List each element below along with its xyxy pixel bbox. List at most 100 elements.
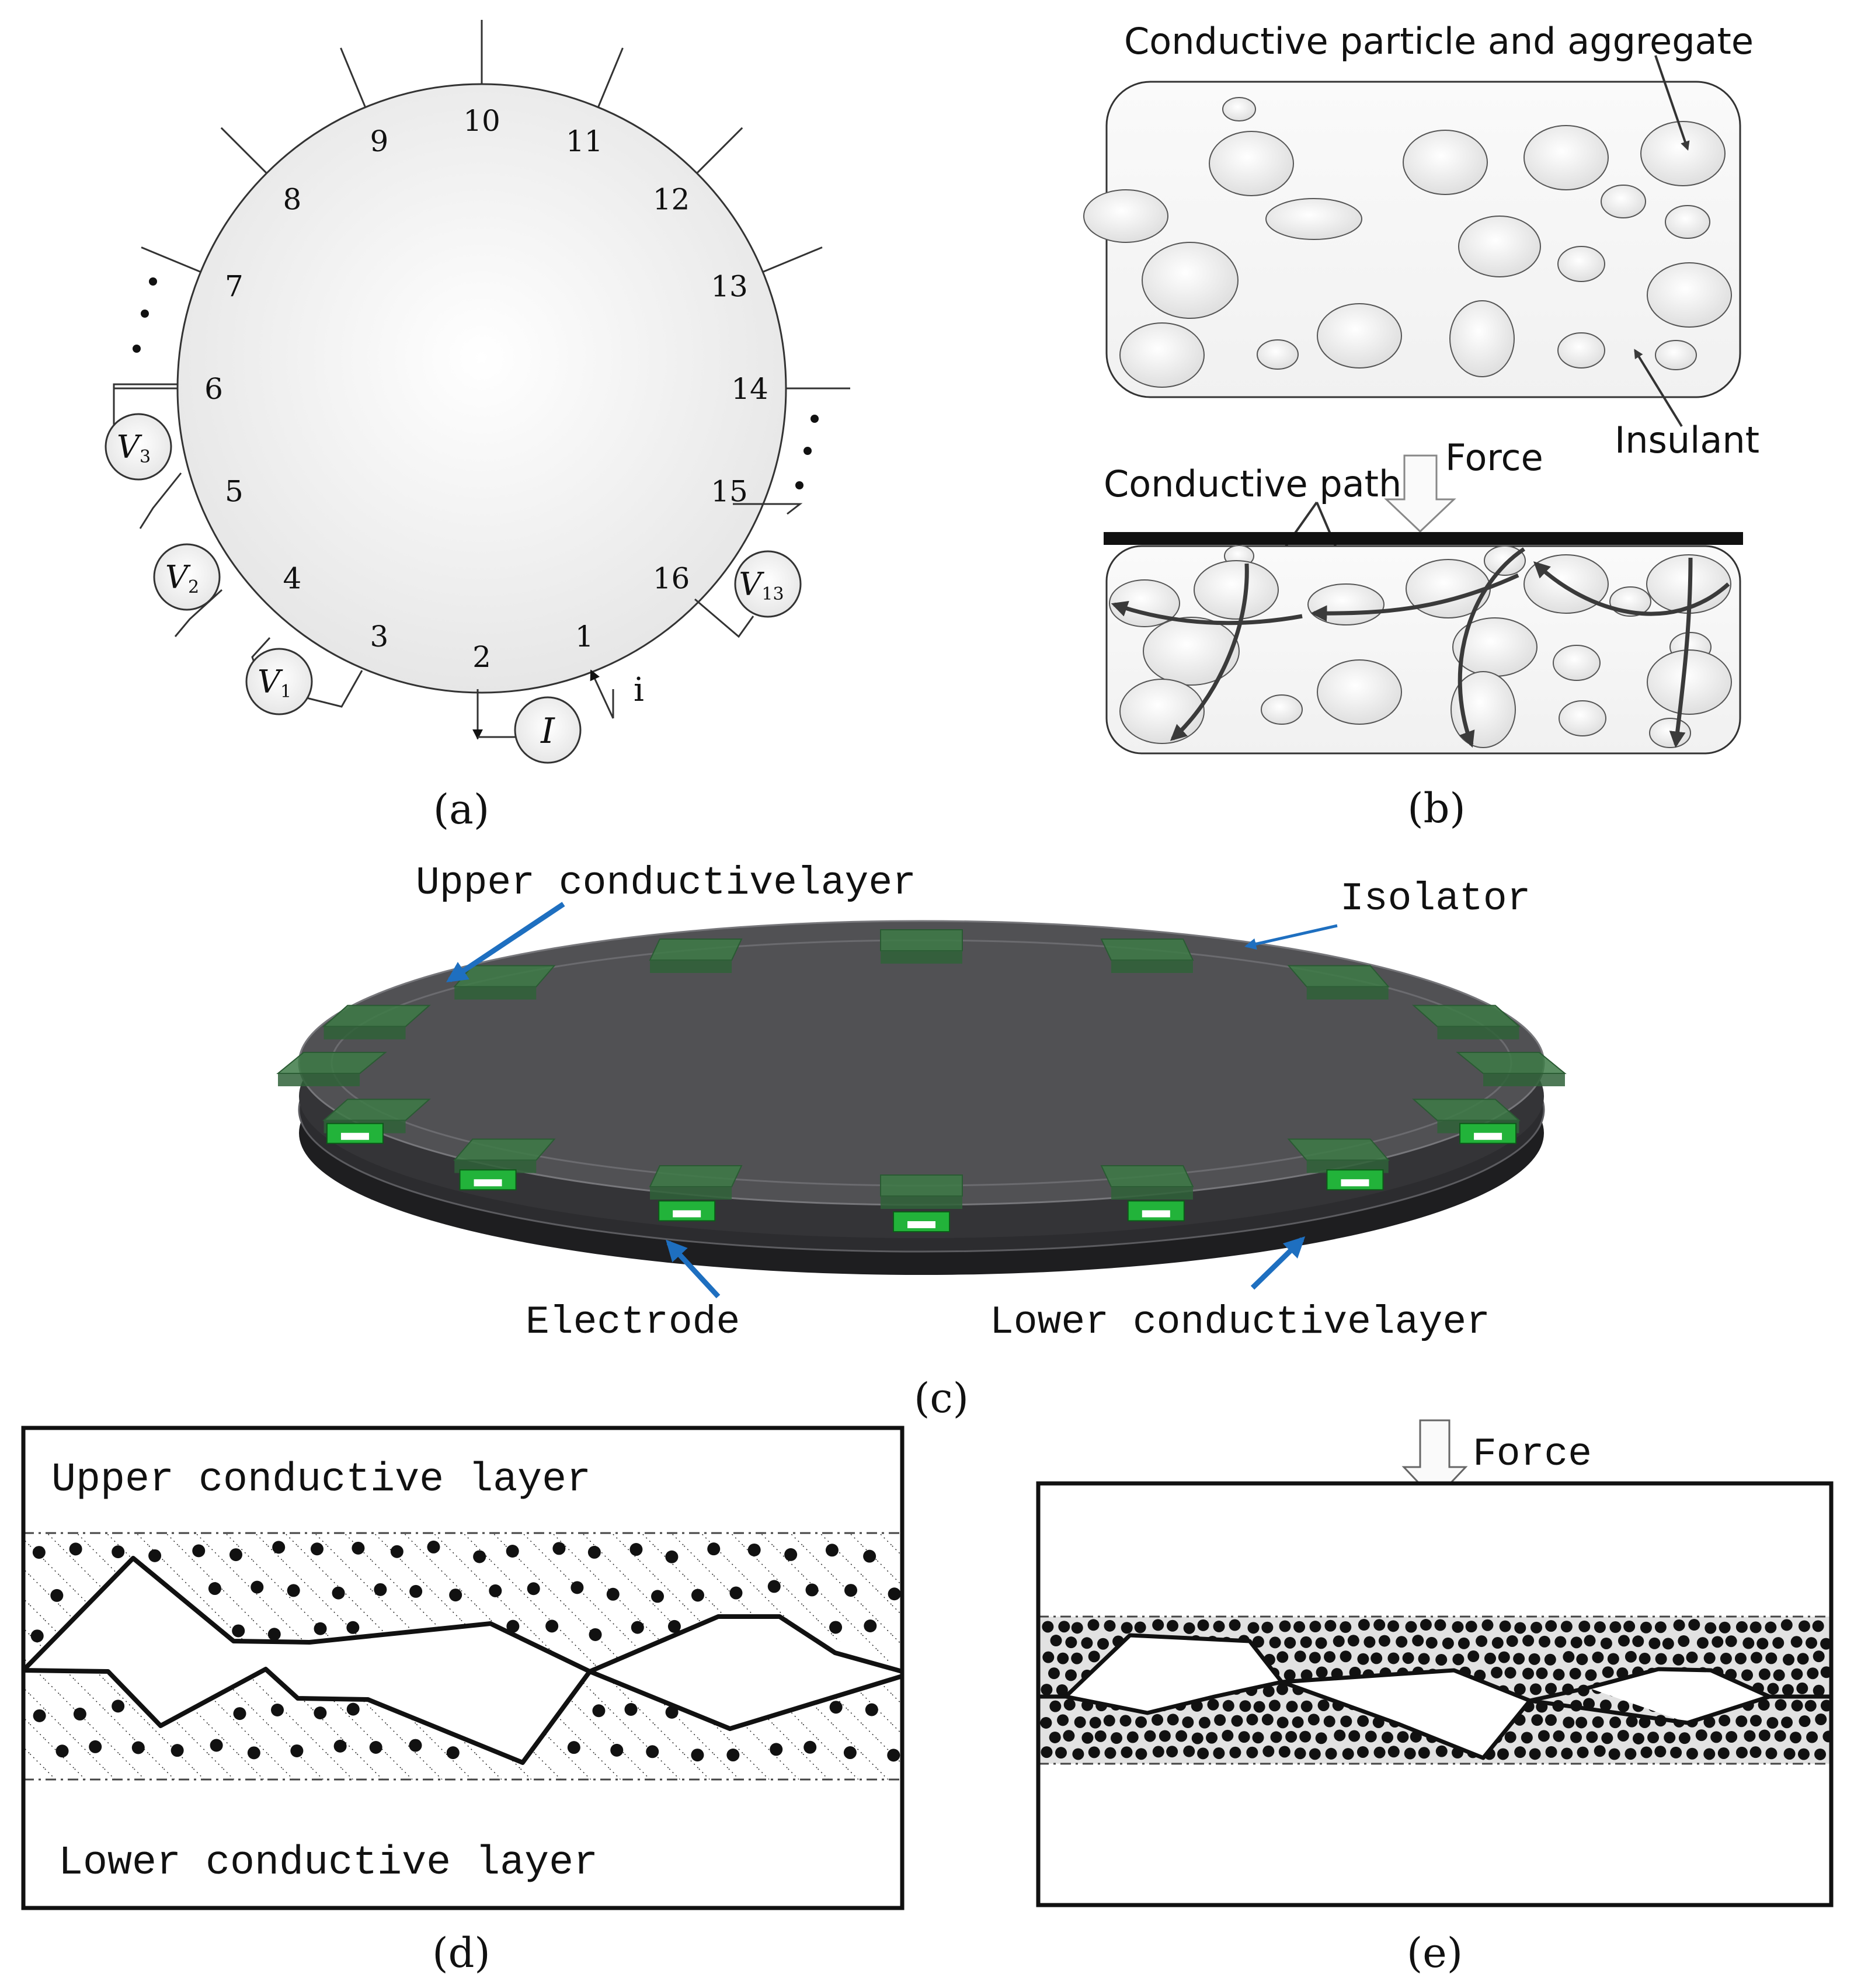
- conductive-dot-dense: [1815, 1714, 1827, 1726]
- conductive-dot-dense: [1262, 1745, 1275, 1757]
- conductive-dot: [271, 1703, 284, 1716]
- conductive-dot-dense: [1640, 1621, 1652, 1634]
- conductive-dot-dense: [1378, 1635, 1390, 1647]
- conductive-dot-dense: [1183, 1745, 1195, 1757]
- conductive-dot: [310, 1542, 324, 1556]
- electrode-tick: [762, 246, 823, 273]
- conductive-particle: [1458, 216, 1541, 277]
- conductive-dot-dense: [1358, 1619, 1370, 1631]
- force-label-e: Force: [1473, 1432, 1592, 1477]
- conductive-dot-dense: [1504, 1731, 1516, 1743]
- conductive-dot-dense: [1577, 1746, 1589, 1758]
- conductive-dot-dense: [1545, 1746, 1557, 1758]
- conductive-dot: [69, 1542, 82, 1556]
- conductive-dot: [247, 1746, 260, 1760]
- conductive-dot-dense: [1207, 1698, 1219, 1711]
- conductive-dot-dense: [1270, 1731, 1282, 1743]
- conductive-dot-dense: [1531, 1714, 1543, 1726]
- conductive-dot-dense: [1042, 1621, 1054, 1633]
- caption-c: (c): [914, 1374, 969, 1422]
- electrode-number: 5: [225, 475, 244, 509]
- conductive-dot-dense: [1135, 1716, 1147, 1728]
- electrode: [658, 1200, 716, 1222]
- conductive-dot-dense: [1063, 1698, 1076, 1711]
- conductive-dot-dense: [1569, 1667, 1581, 1680]
- conductive-dot-dense: [1484, 1652, 1496, 1664]
- electrode-number: 9: [370, 124, 388, 158]
- conductive-dot-dense: [1324, 1619, 1337, 1632]
- electrode-number: 8: [283, 182, 302, 216]
- conductive-dot: [374, 1583, 387, 1596]
- conductive-dot-dense: [1050, 1635, 1062, 1647]
- caption-a: (a): [433, 786, 489, 833]
- conductive-dot-dense: [1499, 1620, 1511, 1632]
- conductive-dot-dense: [1365, 1730, 1377, 1743]
- conductive-dot-dense: [1246, 1746, 1258, 1758]
- conductive-dot-dense: [1688, 1619, 1700, 1631]
- conductive-dot-dense: [1618, 1700, 1630, 1712]
- electrode: [1459, 1122, 1517, 1144]
- conductive-dot-dense: [1749, 1746, 1762, 1758]
- voltmeter-v2-label: V2: [165, 559, 199, 597]
- conductive-dot-dense: [1094, 1730, 1107, 1742]
- conductive-dot-dense: [1560, 1621, 1573, 1633]
- conductive-dot-dense: [1536, 1667, 1548, 1680]
- electrode-number: 12: [653, 182, 690, 216]
- conductive-dot-dense: [1119, 1715, 1132, 1727]
- conductive-dot-dense: [1563, 1716, 1575, 1729]
- conductive-dot: [624, 1703, 638, 1716]
- conductive-dot-dense: [1782, 1684, 1794, 1696]
- conductive-dot-dense: [1780, 1619, 1793, 1631]
- conductive-dot: [210, 1739, 223, 1752]
- conductive-dot-dense: [1820, 1699, 1831, 1712]
- conductive-dot-dense: [1837, 1669, 1849, 1680]
- conductive-dot-dense: [1262, 1685, 1275, 1697]
- conductive-dot-dense: [1570, 1636, 1582, 1649]
- caption-e: (e): [1407, 1929, 1463, 1977]
- conductive-dot-dense: [1357, 1653, 1369, 1665]
- conductive-dot-dense: [1363, 1636, 1376, 1648]
- electrode-group: [326, 1122, 1517, 1232]
- conductive-dot-dense: [1159, 1730, 1171, 1742]
- conductive-dot: [665, 1550, 679, 1563]
- conductive-dot-dense: [1678, 1732, 1690, 1744]
- conductive-dot: [112, 1545, 125, 1559]
- conductive-dot: [287, 1584, 300, 1597]
- ellipsis-left: [133, 277, 157, 353]
- conductive-dot-dense: [1425, 1636, 1438, 1649]
- conductive-dot-dense: [1719, 1621, 1731, 1634]
- conductive-dot-dense: [1088, 1650, 1100, 1663]
- conductive-dot-dense: [1513, 1653, 1525, 1665]
- conductive-dot-dense: [1804, 1699, 1817, 1712]
- conductive-dot-dense: [1639, 1652, 1651, 1664]
- conductive-dot-dense: [1539, 1635, 1551, 1648]
- conductive-dot-dense: [1514, 1746, 1526, 1758]
- conductive-dot: [112, 1699, 125, 1713]
- conductive-dot-dense: [1846, 1749, 1854, 1760]
- conductive-dot-dense: [1735, 1621, 1748, 1633]
- isolator-label: Isolator: [1340, 877, 1530, 922]
- conductive-dot-dense: [1467, 1650, 1480, 1663]
- conductive-dot-dense: [1315, 1637, 1327, 1649]
- path-label: Conductive path: [1104, 463, 1401, 505]
- conductive-dot: [646, 1745, 659, 1758]
- isolator: [322, 1005, 431, 1040]
- lower-layer-label-d: Lower conductive layer: [58, 1840, 598, 1886]
- conductive-dot-dense: [1797, 1748, 1810, 1760]
- conductive-dot: [148, 1549, 162, 1562]
- conductive-dot-dense: [1300, 1636, 1312, 1648]
- conductive-dot-dense: [1340, 1650, 1352, 1663]
- electrode-number: 13: [711, 269, 748, 303]
- conductive-dot-dense: [1276, 1651, 1289, 1663]
- conductive-particle-loaded: [1647, 649, 1732, 715]
- conductive-dot-dense: [1412, 1635, 1424, 1647]
- interface-profile-d: [23, 1556, 902, 1765]
- conductive-dot-dense: [1269, 1636, 1281, 1649]
- conductive-dot-dense: [1309, 1748, 1321, 1760]
- conductive-dot-dense: [1498, 1651, 1510, 1663]
- caption-d: (d): [432, 1929, 490, 1977]
- isolator: [1100, 938, 1194, 973]
- conductive-dot-dense: [1294, 1650, 1306, 1663]
- conductive-dot-dense: [1333, 1635, 1345, 1648]
